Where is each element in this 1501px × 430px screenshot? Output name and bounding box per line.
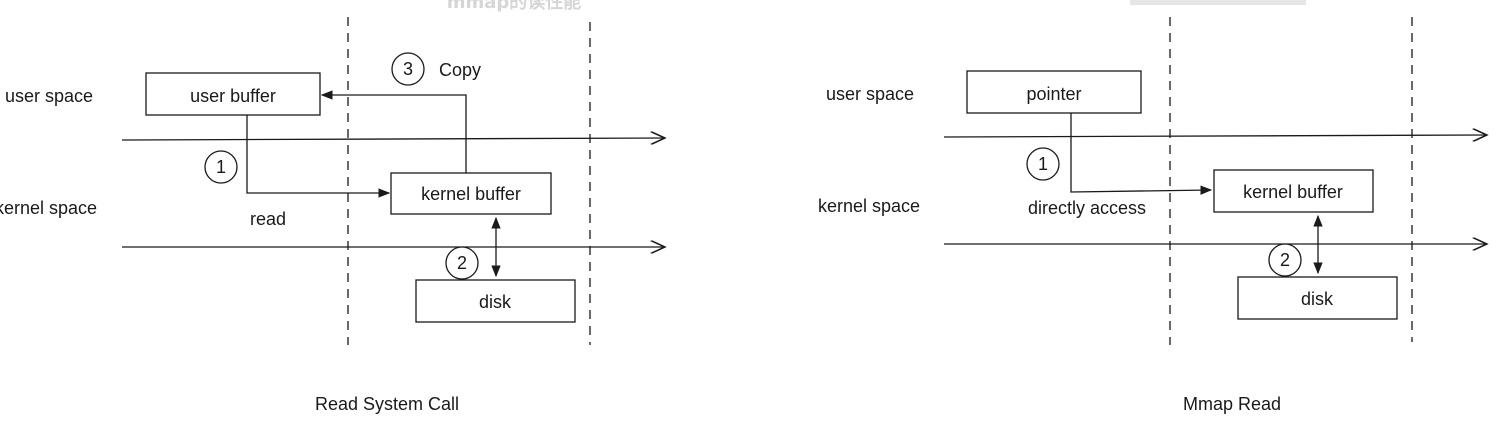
direct-access-arrow bbox=[1070, 113, 1213, 195]
left-step1-circle bbox=[204, 150, 238, 184]
left-step3-number: 3 bbox=[403, 59, 413, 79]
watermark-blur bbox=[1130, 0, 1306, 5]
right-caption: Mmap Read bbox=[1183, 394, 1281, 414]
pointer-box bbox=[966, 70, 1142, 114]
left-kernel-space-label: kernel space bbox=[0, 198, 97, 218]
pointer-label: pointer bbox=[1026, 84, 1081, 104]
right-kernel-buffer-label: kernel buffer bbox=[1243, 182, 1343, 202]
copy-arrow bbox=[320, 90, 467, 173]
mmap-read-diagram: user space kernel space pointer kernel b… bbox=[818, 17, 1487, 414]
right-step2-circle bbox=[1268, 243, 1302, 277]
user-buffer-label: user buffer bbox=[190, 86, 276, 106]
copy-label: Copy bbox=[439, 60, 481, 80]
right-kernel-space-label: kernel space bbox=[818, 196, 920, 216]
left-step2-circle bbox=[445, 246, 479, 280]
read-arrow bbox=[246, 115, 391, 198]
direct-access-label: directly access bbox=[1028, 198, 1146, 218]
read-system-call-diagram: user space kernel space user buffer kern… bbox=[0, 17, 665, 414]
left-disk-label: disk bbox=[479, 292, 512, 312]
left-disk-box bbox=[415, 279, 576, 323]
left-user-kernel-boundary bbox=[121, 138, 665, 140]
right-kernel-buffer-box bbox=[1213, 169, 1374, 213]
left-step3-circle bbox=[391, 52, 425, 86]
left-step1-number: 1 bbox=[216, 157, 226, 177]
right-step2-number: 2 bbox=[1280, 250, 1290, 270]
left-kernel-buffer-box bbox=[390, 172, 552, 215]
read-label: read bbox=[250, 209, 286, 229]
right-step1-number: 1 bbox=[1038, 154, 1048, 174]
left-step2-number: 2 bbox=[457, 253, 467, 273]
right-step1-circle bbox=[1026, 147, 1060, 181]
left-kernel-buffer-label: kernel buffer bbox=[421, 184, 521, 204]
right-user-space-label: user space bbox=[826, 84, 914, 104]
left-user-space-label: user space bbox=[5, 86, 93, 106]
left-caption: Read System Call bbox=[315, 394, 459, 414]
right-disk-box bbox=[1237, 276, 1398, 320]
user-buffer-box bbox=[145, 72, 321, 116]
right-user-kernel-boundary bbox=[943, 135, 1487, 137]
right-disk-label: disk bbox=[1301, 289, 1334, 309]
watermark-text: mmap的读性能 bbox=[447, 0, 582, 13]
